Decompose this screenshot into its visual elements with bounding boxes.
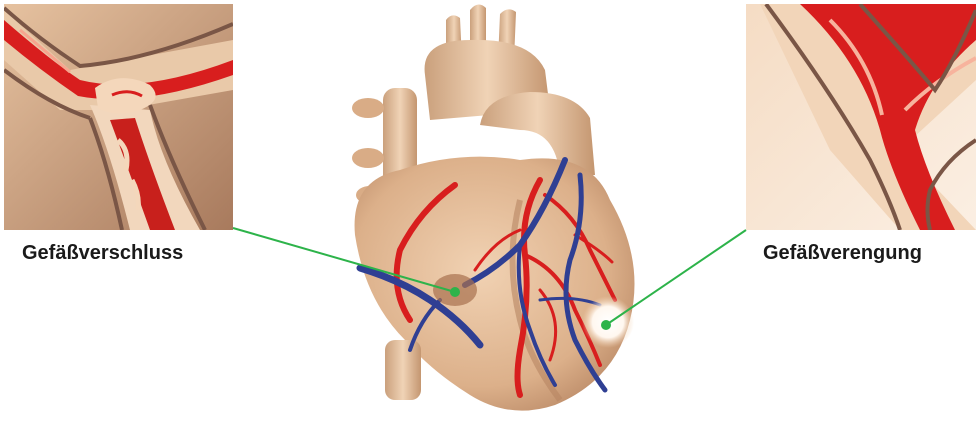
heart-illustration	[352, 4, 635, 410]
label-vessel-occlusion: Gefäßverschluss	[22, 242, 183, 265]
left-inset-occlusion	[4, 4, 233, 230]
label-vessel-narrowing: Gefäßverengung	[763, 242, 922, 265]
right-inset-narrowing	[746, 4, 976, 230]
